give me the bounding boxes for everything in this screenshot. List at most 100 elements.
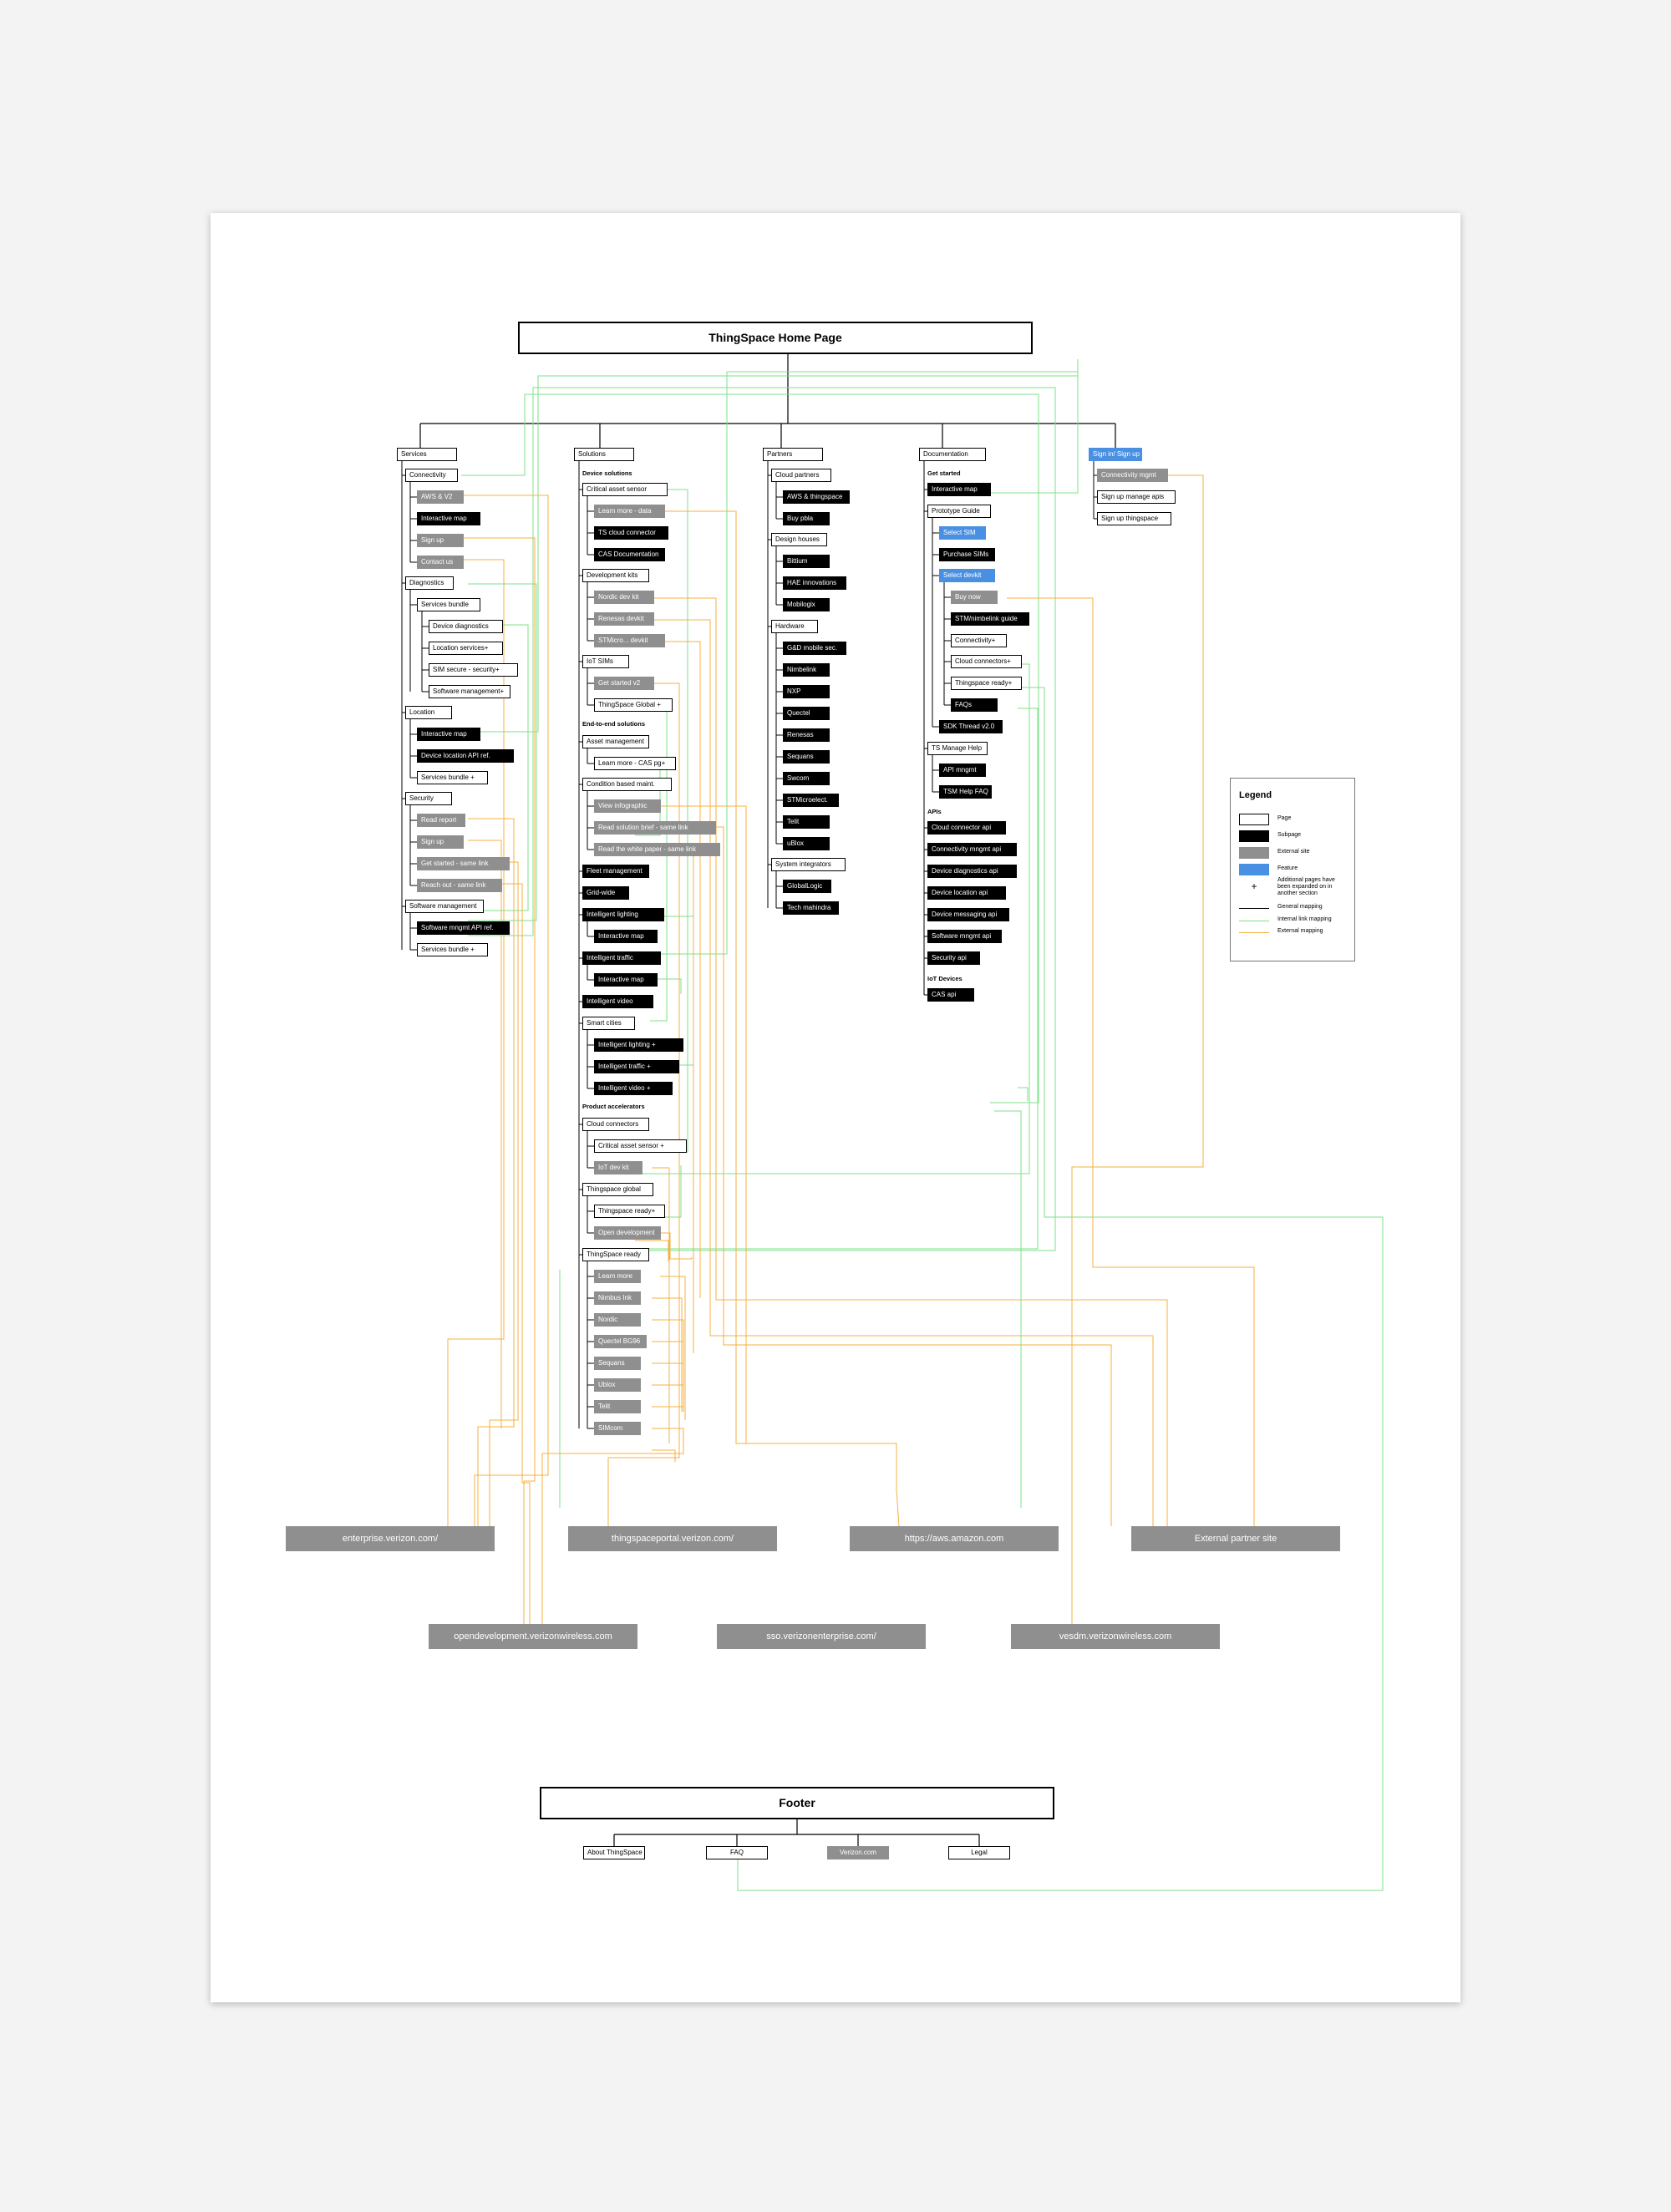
external-site-vesdm-verizonwireless-com[interactable]: vesdm.verizonwireless.com	[1011, 1624, 1220, 1649]
documentation-item-device-messaging-api[interactable]: Device messaging api	[927, 908, 1009, 921]
services-item-diagnostics[interactable]: Diagnostics	[405, 576, 455, 590]
services-item-services-bundle[interactable]: Services bundle +	[417, 771, 488, 784]
solutions-item-iot-sims[interactable]: IoT SIMs	[582, 655, 629, 668]
partners-item-nxp[interactable]: NXP	[783, 685, 830, 698]
services-item-device-diagnostics[interactable]: Device diagnostics	[429, 620, 504, 633]
partners-item-cloud-partners[interactable]: Cloud partners	[771, 469, 831, 482]
partners-item-stmicroelect[interactable]: STMicroelect.	[783, 794, 840, 807]
partners-item-hardware[interactable]: Hardware	[771, 620, 818, 633]
footer-title[interactable]: Footer	[540, 1787, 1054, 1819]
solutions-item-intelligent-traffic[interactable]: Intelligent traffic	[582, 951, 661, 965]
partners-item-mobilogix[interactable]: Mobilogix	[783, 598, 830, 611]
documentation-item-ts-manage-help[interactable]: TS Manage Help	[927, 742, 988, 755]
solutions-item-intelligent-video[interactable]: Intelligent video +	[594, 1082, 673, 1095]
solutions-item-thingspace-ready[interactable]: Thingspace ready+	[594, 1205, 665, 1218]
solutions-item-get-started-v2[interactable]: Get started v2	[594, 677, 654, 690]
documentation-item-tsm-help-faq[interactable]: TSM Help FAQ	[939, 785, 992, 799]
solutions-item-ublox[interactable]: Ublox	[594, 1378, 641, 1392]
solutions-column-head[interactable]: Solutions	[574, 448, 634, 461]
external-site-external-partner-site[interactable]: External partner site	[1131, 1526, 1340, 1551]
solutions-item-learn-more[interactable]: Learn more	[594, 1270, 641, 1283]
signin-item-sign-up-thingspace[interactable]: Sign up thingspace	[1097, 512, 1172, 525]
documentation-item-cas-api[interactable]: CAS api	[927, 988, 974, 1002]
solutions-item-nimbus-ink[interactable]: Nimbus Ink	[594, 1291, 641, 1305]
solutions-item-thingspace-global[interactable]: Thingspace global	[582, 1183, 653, 1196]
solutions-item-thingspace-global[interactable]: ThingSpace Global +	[594, 698, 673, 712]
footer-link-verizon-com[interactable]: Verizon.com	[827, 1846, 889, 1859]
documentation-item-faqs[interactable]: FAQs	[951, 698, 998, 712]
documentation-item-connectivity[interactable]: Connectivity+	[951, 634, 1008, 647]
services-item-device-location-api-ref[interactable]: Device location API ref.	[417, 749, 514, 763]
documentation-item-select-devkit[interactable]: Select devkit	[939, 569, 996, 582]
signin-item-connectivity-mgmt[interactable]: Connectivity mgmt	[1097, 469, 1168, 482]
services-item-software-management[interactable]: Software management+	[429, 685, 510, 698]
services-item-get-started-same-link[interactable]: Get started - same link	[417, 857, 510, 870]
services-item-services-bundle[interactable]: Services bundle +	[417, 943, 488, 956]
documentation-item-sdk-thread-v2-0[interactable]: SDK Thread v2.0	[939, 720, 1003, 733]
solutions-item-interactive-map[interactable]: Interactive map	[594, 930, 658, 943]
solutions-item-critical-asset-sensor[interactable]: Critical asset sensor +	[594, 1139, 688, 1153]
partners-item-globallogic[interactable]: GlobalLogic	[783, 880, 832, 893]
documentation-item-api-mngmt[interactable]: API mngmt	[939, 764, 986, 777]
services-item-location[interactable]: Location	[405, 706, 452, 719]
services-item-software-mngmt-api-ref[interactable]: Software mngmt API ref.	[417, 921, 510, 935]
solutions-item-learn-more-data[interactable]: Learn more - data	[594, 505, 665, 518]
partners-item-swcom[interactable]: Swcom	[783, 772, 830, 785]
documentation-item-device-diagnostics-api[interactable]: Device diagnostics api	[927, 865, 1017, 878]
solutions-item-grid-wide[interactable]: Grid-wide	[582, 886, 629, 900]
solutions-item-stmicro-devkit[interactable]: STMicro... devkit	[594, 634, 665, 647]
partners-item-ublox[interactable]: uBlox	[783, 837, 830, 850]
documentation-item-device-location-api[interactable]: Device location api	[927, 886, 1006, 900]
documentation-column-head[interactable]: Documentation	[919, 448, 986, 461]
services-item-services-bundle[interactable]: Services bundle	[417, 598, 480, 611]
services-item-read-report[interactable]: Read report	[417, 814, 466, 827]
solutions-item-simcom[interactable]: SIMcom	[594, 1422, 641, 1435]
solutions-item-read-the-white-paper-same-link[interactable]: Read the white paper - same link	[594, 843, 720, 856]
partners-item-telit[interactable]: Telit	[783, 815, 830, 829]
documentation-item-connectivity-mngmt-api[interactable]: Connectivity mngmt api	[927, 843, 1017, 856]
partners-item-quectel[interactable]: Quectel	[783, 707, 830, 720]
signin-column-head[interactable]: Sign in/ Sign up	[1089, 448, 1142, 461]
partners-item-nimbelink[interactable]: Nimbelink	[783, 663, 830, 677]
partners-item-bittium[interactable]: Bittium	[783, 555, 830, 568]
solutions-item-intelligent-video[interactable]: Intelligent video	[582, 995, 653, 1008]
footer-link-about-thingspace[interactable]: About ThingSpace	[583, 1846, 645, 1859]
partners-item-hae-innovations[interactable]: HAE innovations	[783, 576, 846, 590]
documentation-item-stm-nimbelink-guide[interactable]: STM/nimbelink guide	[951, 612, 1029, 626]
partners-item-sequans[interactable]: Sequans	[783, 750, 830, 764]
services-item-aws-v2[interactable]: AWS & V2	[417, 490, 464, 504]
solutions-item-intelligent-lighting[interactable]: Intelligent lighting +	[594, 1038, 683, 1052]
services-item-sign-up[interactable]: Sign up	[417, 534, 464, 547]
documentation-item-purchase-sims[interactable]: Purchase SIMs	[939, 548, 996, 561]
partners-item-aws-thingspace[interactable]: AWS & thingspace	[783, 490, 851, 504]
solutions-item-fleet-management[interactable]: Fleet management	[582, 865, 650, 878]
solutions-item-intelligent-lighting[interactable]: Intelligent lighting	[582, 908, 664, 921]
documentation-item-security-api[interactable]: Security api	[927, 951, 980, 965]
solutions-item-open-development[interactable]: Open development	[594, 1226, 662, 1240]
documentation-item-buy-now[interactable]: Buy now	[951, 591, 998, 604]
partners-item-tech-mahindra[interactable]: Tech mahindra	[783, 901, 840, 915]
solutions-item-asset-management[interactable]: Asset management	[582, 735, 650, 748]
external-site-https-aws-amazon-com[interactable]: https://aws.amazon.com	[850, 1526, 1059, 1551]
solutions-item-thingspace-ready[interactable]: ThingSpace ready	[582, 1248, 650, 1261]
services-item-sim-secure-security[interactable]: SIM secure - security+	[429, 663, 518, 677]
services-column-head[interactable]: Services	[397, 448, 457, 461]
external-site-enterprise-verizon-com[interactable]: enterprise.verizon.com/	[286, 1526, 495, 1551]
services-item-connectivity[interactable]: Connectivity	[405, 469, 458, 482]
external-site-thingspaceportal-verizon-com[interactable]: thingspaceportal.verizon.com/	[568, 1526, 777, 1551]
solutions-item-critical-asset-sensor[interactable]: Critical asset sensor	[582, 483, 668, 496]
solutions-item-interactive-map[interactable]: Interactive map	[594, 973, 658, 987]
services-item-security[interactable]: Security	[405, 792, 452, 805]
solutions-item-learn-more-cas-pg[interactable]: Learn more - CAS pg+	[594, 757, 676, 770]
partners-item-system-integrators[interactable]: System integrators	[771, 858, 846, 871]
services-item-interactive-map[interactable]: Interactive map	[417, 512, 480, 525]
documentation-item-interactive-map[interactable]: Interactive map	[927, 483, 991, 496]
solutions-item-ts-cloud-connector[interactable]: TS cloud connector	[594, 526, 669, 540]
solutions-item-development-kits[interactable]: Development kits	[582, 569, 650, 582]
external-site-opendevelopment-verizonwireless-com[interactable]: opendevelopment.verizonwireless.com	[429, 1624, 637, 1649]
footer-link-legal[interactable]: Legal	[948, 1846, 1010, 1859]
documentation-item-prototype-guide[interactable]: Prototype Guide	[927, 505, 991, 518]
solutions-item-iot-dev-kit[interactable]: IoT dev kit	[594, 1161, 643, 1174]
services-item-location-services[interactable]: Location services+	[429, 642, 504, 655]
solutions-item-cloud-connectors[interactable]: Cloud connectors	[582, 1118, 650, 1131]
